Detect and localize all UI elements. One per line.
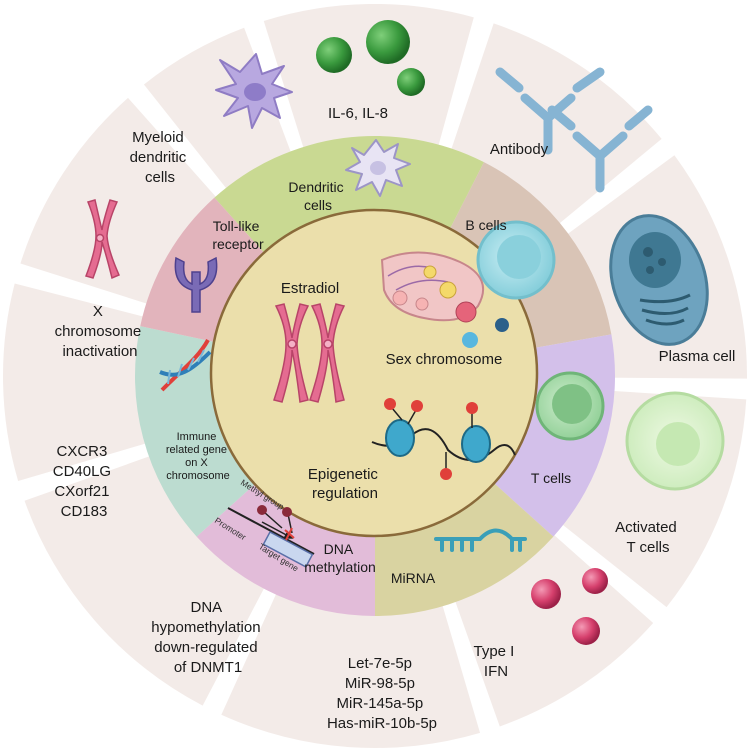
dna-methylation-label: DNA methylation bbox=[304, 541, 376, 575]
middle-segment-toll-like bbox=[140, 197, 268, 343]
dna-helix-icon bbox=[159, 339, 212, 392]
plasma-cell-icon bbox=[609, 214, 709, 346]
antibody-label: Antibody bbox=[490, 141, 549, 158]
mirna-icon bbox=[434, 528, 527, 552]
epigenetic-label: Epigenetic regulation bbox=[308, 466, 382, 502]
toll-like-label: Toll-like receptor bbox=[212, 218, 264, 252]
ifn-spheres-icon bbox=[531, 568, 608, 645]
middle-segment-mirna bbox=[375, 483, 554, 616]
toll-like-receptor-icon bbox=[174, 256, 218, 313]
activated-t-label: Activated T cells bbox=[615, 519, 681, 556]
b-cell-icon bbox=[476, 220, 556, 300]
mirs-label: Let-7e-5p MiR-98-5p MiR-145a-5p Has-miR-… bbox=[327, 655, 437, 732]
methylation-diagram bbox=[227, 505, 315, 568]
mirna-label: MiRNA bbox=[391, 570, 436, 586]
b-cells-label: B cells bbox=[465, 217, 506, 233]
middle-segment-dendritic-cells bbox=[214, 135, 484, 258]
middle-segment-immune-gene bbox=[135, 326, 257, 537]
x-chromosome-icon bbox=[85, 199, 120, 280]
hypomethylation-label: DNA hypomethylation down-regulated of DN… bbox=[151, 599, 264, 676]
sex-chromosome-label: Sex chromosome bbox=[386, 351, 503, 368]
immune-gene-label: Immune related gene on X chromosome bbox=[166, 431, 230, 482]
chromosomes-icon bbox=[273, 303, 346, 403]
estradiol-label: Estradiol bbox=[281, 280, 339, 297]
antibody-icon bbox=[495, 67, 653, 193]
x-inactivation-label: X chromosome inactivation bbox=[55, 303, 146, 360]
dendritic-cell-icon bbox=[345, 139, 411, 197]
t-cells-label: T cells bbox=[531, 470, 571, 486]
dendritic-cells-label: Dendritic cells bbox=[288, 179, 347, 213]
myeloid-dendritic-cell-icon bbox=[215, 53, 293, 129]
genes-label: CXCR3 CD40LG CXorf21 CD183 bbox=[53, 443, 116, 520]
t-cell-icon bbox=[535, 371, 605, 441]
ovary-icon bbox=[380, 251, 509, 348]
nucleosome-icon bbox=[371, 398, 516, 480]
type-i-ifn-label: Type I IFN bbox=[473, 643, 518, 680]
il-label: IL-6, IL-8 bbox=[328, 105, 388, 122]
cytokine-spheres-icon bbox=[316, 20, 425, 96]
activated-t-cell-icon bbox=[625, 391, 725, 491]
myeloid-label: Myeloid dendritic cells bbox=[130, 129, 191, 186]
plasma-cell-label: Plasma cell bbox=[659, 348, 736, 365]
